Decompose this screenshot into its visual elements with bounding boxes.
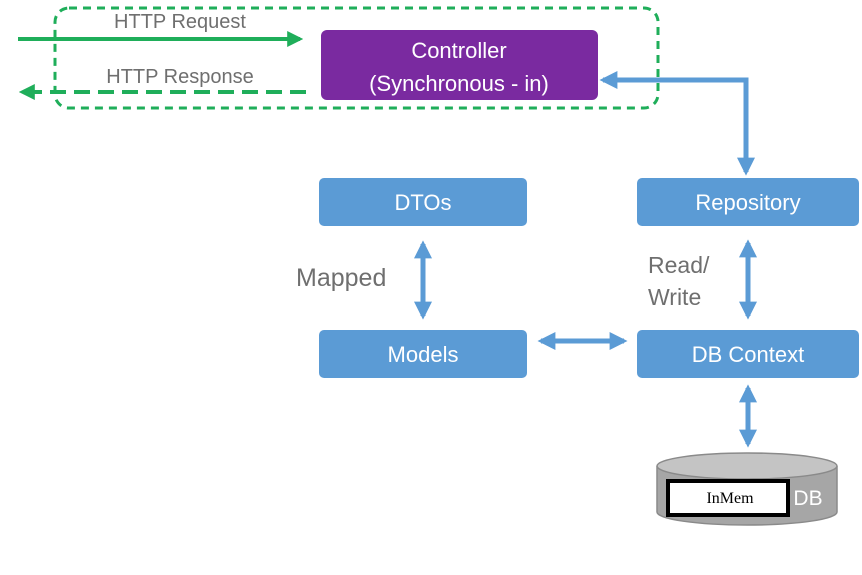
write-label: Write xyxy=(648,284,701,310)
http-request-label: HTTP Request xyxy=(114,11,246,33)
repository-box xyxy=(637,178,859,226)
models-box xyxy=(319,330,527,378)
inmem-overlay-box xyxy=(666,479,790,517)
inmem-label: InMem xyxy=(706,490,754,507)
dtos-box xyxy=(319,178,527,226)
controller-boundary xyxy=(53,6,660,110)
db-context-label: DB Context xyxy=(692,342,805,367)
controller-title: Controller xyxy=(411,38,506,63)
read-label: Read/ xyxy=(648,252,710,278)
models-label: Models xyxy=(388,342,459,367)
controller-repository-arrow xyxy=(599,71,755,176)
dtos-label: DTOs xyxy=(394,190,451,215)
db-context-box xyxy=(637,330,859,378)
db-label: DB xyxy=(793,487,822,510)
mapped-label: Mapped xyxy=(296,264,386,292)
controller-subtitle: (Synchronous - in) xyxy=(369,71,549,96)
repository-label: Repository xyxy=(695,190,800,215)
http-response-label: HTTP Response xyxy=(106,66,253,88)
controller-box xyxy=(321,30,598,100)
